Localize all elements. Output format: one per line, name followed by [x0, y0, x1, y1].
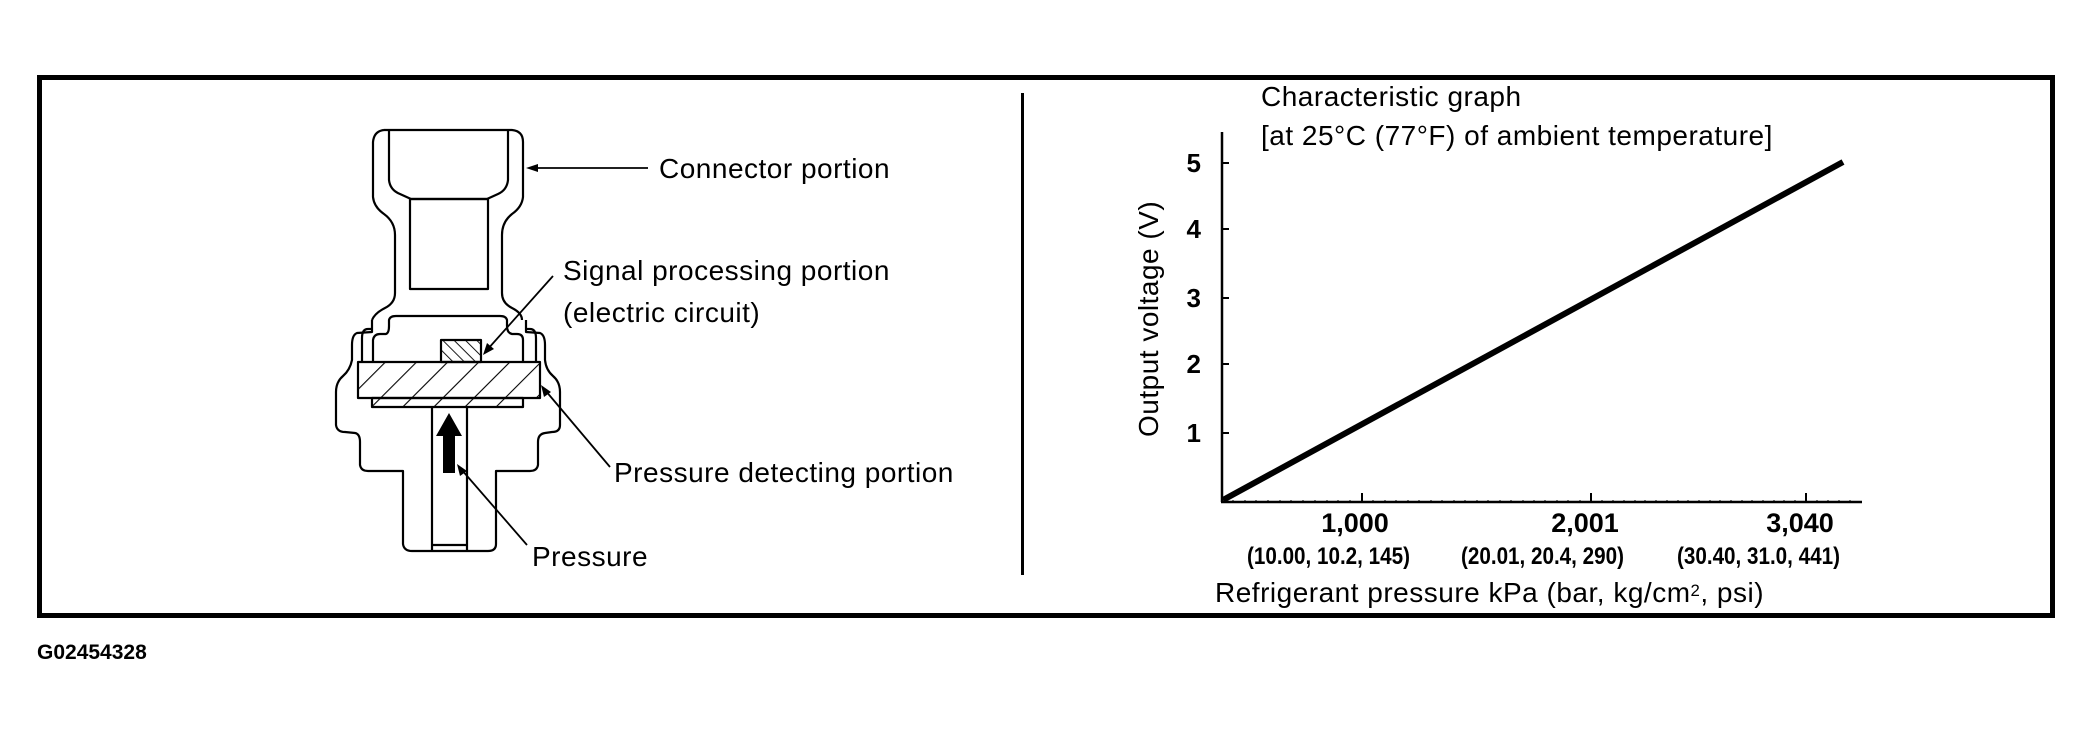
x-tick-label: 1,000: [1321, 508, 1389, 538]
x-axis-label: Refrigerant pressure kPa (bar, kg/cm2, p…: [1215, 577, 1764, 609]
x-axis-label-suffix: , psi): [1700, 577, 1765, 608]
x-tick-label: 3,040: [1766, 508, 1834, 538]
figure-frame: [37, 75, 2055, 618]
x-tick-sublabel: (10.00, 10.2, 145): [1247, 543, 1410, 570]
y-tick-label: 1: [1186, 418, 1201, 448]
connector-housing: [384, 128, 525, 321]
chart-title: Characteristic graph: [1261, 81, 1522, 112]
characteristic-line: [1221, 159, 1845, 503]
label-connector-portion: Connector portion: [659, 153, 891, 184]
label-electric-circuit: (electric circuit): [563, 297, 761, 328]
chart-axes: [1220, 132, 1862, 504]
x-tick-sublabel: (30.40, 31.0, 441): [1677, 543, 1840, 570]
y-tick-label: 4: [1186, 214, 1201, 244]
pressure-detecting-element: [356, 360, 542, 400]
x-tick-sublabel: (20.01, 20.4, 290): [1461, 543, 1624, 570]
x-axis-label-superscript: 2: [1690, 581, 1701, 600]
pressure-port: [430, 407, 469, 551]
y-axis-label: Output voltage (V): [1133, 200, 1164, 437]
label-pressure-detecting-portion: Pressure detecting portion: [614, 457, 954, 488]
label-pressure: Pressure: [532, 541, 649, 572]
connector-cavity: [387, 130, 510, 201]
pressure-arrow-icon: [436, 413, 462, 473]
pressure-sensor-drawing: [334, 128, 562, 553]
x-axis-label-text: Refrigerant pressure kPa (bar, kg/cm: [1215, 577, 1691, 608]
y-tick-label: 5: [1186, 148, 1201, 178]
label-signal-processing: Signal processing portion: [563, 255, 890, 286]
y-tick-label: 2: [1186, 349, 1201, 379]
panel-divider: [1021, 93, 1024, 575]
y-tick-label: 3: [1186, 283, 1201, 313]
signal-processing-chip: [439, 338, 483, 364]
leader-lines: [457, 164, 648, 546]
figure-id: G02454328: [37, 641, 147, 664]
x-tick-label: 2,001: [1551, 508, 1619, 538]
chart-subtitle: [at 25°C (77°F) of ambient temperature]: [1261, 120, 1773, 151]
